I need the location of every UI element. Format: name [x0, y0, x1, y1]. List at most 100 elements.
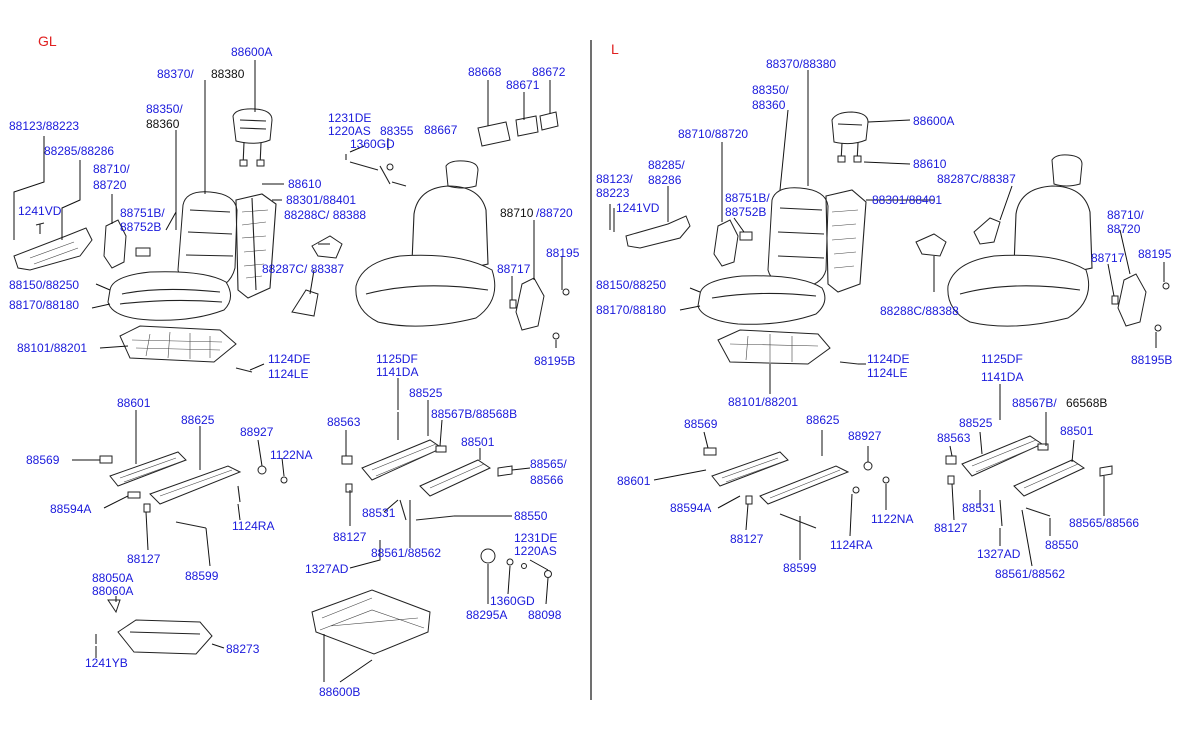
label-88566: 88566 — [530, 473, 564, 487]
label-88563: 88563 — [327, 415, 361, 429]
label-1241yb: 1241YB — [85, 656, 128, 670]
left-knob — [135, 247, 151, 257]
left-parts-artwork — [13, 108, 570, 655]
label-88710-b: 88710 — [500, 206, 534, 220]
label-88567b: 88567B/88568B — [431, 407, 517, 421]
label-88195b: 88195B — [534, 354, 575, 368]
r-label-88927: 88927 — [848, 429, 882, 443]
label-1122na: 1122NA — [270, 448, 312, 462]
r-label-88195b: 88195B — [1131, 353, 1172, 367]
right-parts-artwork — [609, 111, 1170, 529]
label-88600a: 88600A — [231, 45, 272, 59]
r-label-88752b: 88752B — [725, 205, 766, 219]
leader-lines — [13, 60, 1165, 683]
left-bolt-1241vd — [35, 222, 45, 234]
r-label-1124le: 1124LE — [867, 366, 907, 380]
label-1220as-b: 1220AS — [514, 544, 557, 558]
r-label-88751b: 88751B/ — [725, 191, 770, 205]
r-label-1124de: 1124DE — [867, 352, 909, 366]
label-1124ra: 1124RA — [232, 519, 274, 533]
label-88565: 88565/ — [530, 457, 567, 471]
r-label-88720-b: 88720 — [1107, 222, 1141, 236]
left-recliner-cover — [103, 219, 127, 269]
label-88127: 88127 — [127, 552, 161, 566]
label-88050a: 88050A — [92, 571, 133, 585]
label-1220as: 1220AS — [328, 124, 371, 138]
right-rail-assembly-a — [703, 447, 890, 529]
right-seat-silhouette — [947, 154, 1093, 327]
right-rail-assembly-b — [945, 396, 1113, 527]
label-1231de: 1231DE — [328, 111, 371, 125]
label-1141da: 1141DA — [376, 365, 418, 379]
r-label-88599: 88599 — [783, 561, 817, 575]
r-label-88710-b: 88710/ — [1107, 208, 1144, 222]
left-tray-88273 — [95, 599, 213, 655]
label-88098: 88098 — [528, 608, 562, 622]
label-88525: 88525 — [409, 386, 443, 400]
r-label-88565: 88565/88566 — [1069, 516, 1139, 530]
label-1124le: 1124LE — [268, 367, 308, 381]
r-label-66568b: 66568B — [1066, 396, 1107, 410]
r-label-88501: 88501 — [1060, 424, 1094, 438]
r-label-88101: 88101/88201 — [728, 395, 798, 409]
label-1124de: 1124DE — [268, 352, 310, 366]
label-88101: 88101/88201 — [17, 341, 87, 355]
label-88350: 88350/ — [146, 102, 183, 116]
r-label-88288c: 88288C/88388 — [880, 304, 959, 318]
label-1125df: 1125DF — [376, 352, 418, 366]
r-label-88301: 88301/88401 — [872, 193, 942, 207]
r-label-88285: 88285/ — [648, 158, 685, 172]
label-88671: 88671 — [506, 78, 540, 92]
left-lever-88710 — [515, 277, 545, 331]
left-callouts: 88600A 88370/ 88380 88350/ 88360 88123/8… — [9, 45, 580, 699]
label-1360gd-b: 1360GD — [490, 594, 535, 608]
left-bolt-1124de — [235, 367, 253, 373]
left-side-cover — [13, 227, 93, 271]
right-seatback — [767, 187, 867, 293]
right-seat-pan — [717, 329, 831, 365]
left-switch-88671 — [515, 115, 539, 137]
left-headrest — [232, 108, 273, 167]
left-knob-88295a — [480, 548, 552, 578]
r-label-88531: 88531 — [962, 501, 996, 515]
right-seat-cushion — [697, 275, 826, 325]
r-label-88350: 88350/ — [752, 83, 789, 97]
left-rail-assembly-a — [99, 451, 288, 529]
label-88380: 88380 — [211, 67, 245, 81]
r-label-88717: 88717 — [1091, 251, 1125, 265]
r-label-1125df: 1125DF — [981, 352, 1023, 366]
label-1241vd: 1241VD — [18, 204, 62, 218]
left-fastener-88355 — [345, 154, 407, 187]
label-88561: 88561/88562 — [371, 546, 441, 560]
section-label-gl: GL — [38, 33, 57, 49]
label-88625: 88625 — [181, 413, 215, 427]
label-88295a: 88295A — [466, 608, 507, 622]
r-label-88127-b: 88127 — [934, 521, 968, 535]
r-label-88170: 88170/88180 — [596, 303, 666, 317]
left-bracket-88287c — [291, 289, 319, 317]
label-88717: 88717 — [497, 262, 531, 276]
label-88599: 88599 — [185, 569, 219, 583]
r-label-88195: 88195 — [1138, 247, 1172, 261]
r-label-88123: 88123/ — [596, 172, 633, 186]
label-88355: 88355 — [380, 124, 414, 138]
r-label-88370: 88370/88380 — [766, 57, 836, 71]
r-label-88569: 88569 — [684, 417, 718, 431]
label-88195: 88195 — [546, 246, 580, 260]
r-label-88610: 88610 — [913, 157, 947, 171]
label-88720: 88720 — [93, 178, 127, 192]
r-label-88287c: 88287C/88387 — [937, 172, 1016, 186]
label-88285: 88285/88286 — [44, 144, 114, 158]
label-88287c: 88287C/ 88387 — [262, 262, 344, 276]
r-label-88600a: 88600A — [913, 114, 954, 128]
label-88288c: 88288C/ 88388 — [284, 208, 366, 222]
label-1327ad: 1327AD — [305, 562, 349, 576]
r-label-88710: 88710/88720 — [678, 127, 748, 141]
label-88752b: 88752B — [120, 220, 161, 234]
label-88060a: 88060A — [92, 584, 133, 598]
label-88569: 88569 — [26, 453, 60, 467]
label-88710: 88710/ — [93, 162, 130, 176]
left-rail-assembly-b — [341, 412, 513, 521]
label-1360gd: 1360GD — [350, 137, 395, 151]
